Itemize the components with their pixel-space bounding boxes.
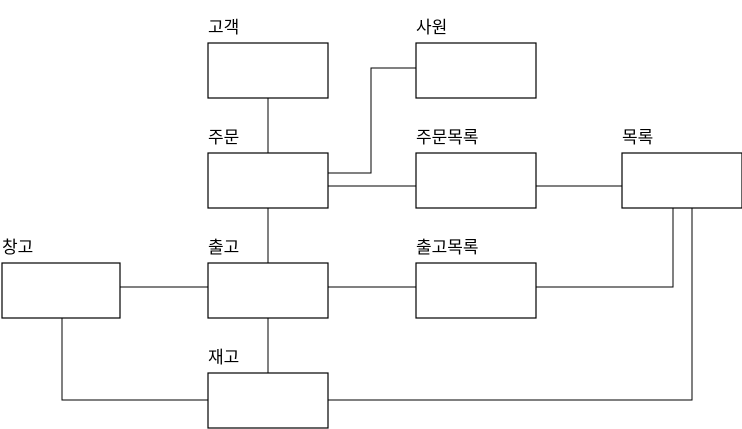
labels: 고객 사원 주문 주문목록 목록 창고 출고 출고목록 재고 bbox=[2, 18, 653, 368]
line-warehouse-inventory bbox=[61, 318, 208, 401]
line-shipment-items-catalog bbox=[536, 208, 674, 288]
warehouse-label: 창고 bbox=[2, 238, 33, 258]
employee-label: 사원 bbox=[416, 18, 447, 38]
catalog-box bbox=[621, 152, 742, 209]
shipment-label: 출고 bbox=[208, 238, 239, 258]
employee-box bbox=[415, 42, 537, 99]
order-items-box bbox=[415, 152, 537, 209]
shipment-box bbox=[207, 262, 329, 319]
entities bbox=[1, 42, 742, 429]
shipment-items-label: 출고목록 bbox=[416, 238, 479, 258]
catalog-label: 목록 bbox=[622, 128, 653, 148]
connectors bbox=[61, 67, 693, 401]
line-order-employee bbox=[328, 67, 416, 174]
order-box bbox=[207, 152, 329, 209]
shipment-items-box bbox=[415, 262, 537, 319]
inventory-box bbox=[207, 372, 329, 429]
customer-box bbox=[207, 42, 329, 99]
order-label: 주문 bbox=[208, 128, 239, 148]
inventory-label: 재고 bbox=[208, 348, 239, 368]
line-inventory-catalog bbox=[328, 208, 693, 401]
customer-label: 고객 bbox=[208, 18, 239, 38]
order-items-label: 주문목록 bbox=[416, 128, 479, 148]
warehouse-box bbox=[1, 262, 121, 319]
